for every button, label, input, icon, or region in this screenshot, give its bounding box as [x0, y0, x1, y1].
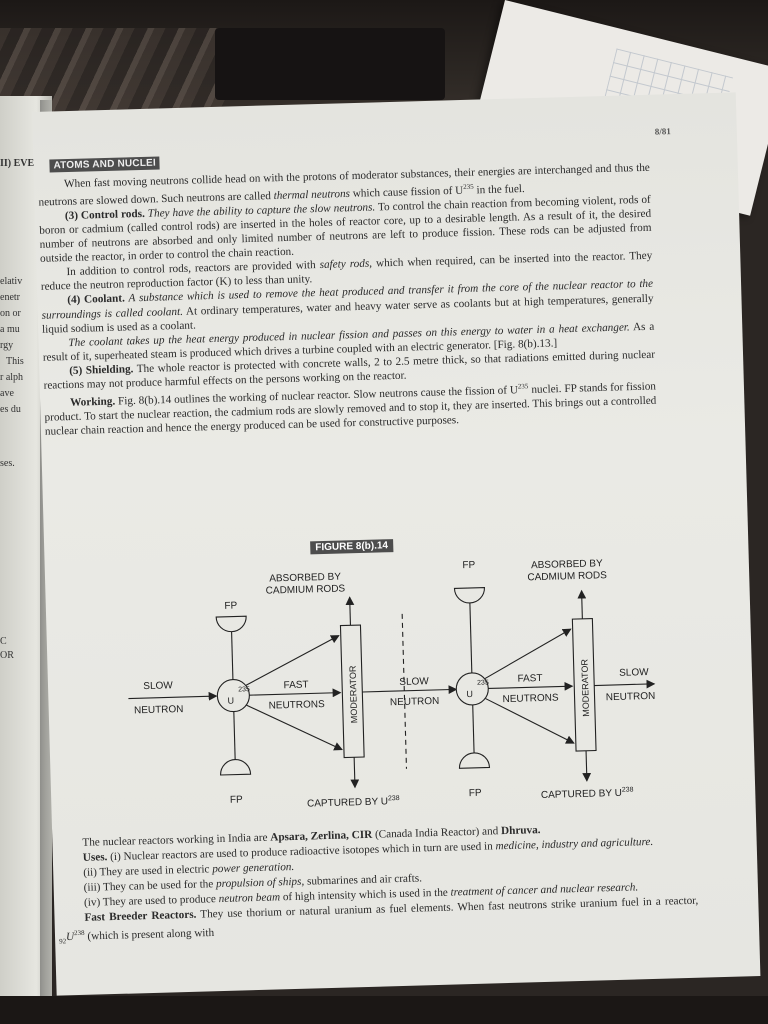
- captured-label: CAPTURED BY U238: [541, 786, 634, 801]
- fp-label: FP: [230, 794, 243, 805]
- slow-neutron-arrow: [128, 691, 218, 701]
- fast-label: FAST: [283, 680, 308, 692]
- left-fragment: elativ: [0, 276, 23, 287]
- fp-label: FP: [462, 560, 475, 571]
- left-fragment: rgy: [0, 340, 14, 351]
- fast-label: FAST: [517, 673, 542, 685]
- slow-neutron-arrow: [594, 679, 656, 689]
- left-fragment: II) EVEN: [0, 158, 42, 169]
- left-fragment: OR: [0, 650, 14, 661]
- captured-label: CAPTURED BY U238: [307, 795, 400, 810]
- figure-title: FIGURE 8(b).14: [310, 539, 394, 555]
- neutron-label: NEUTRON: [390, 696, 440, 708]
- slow-label: SLOW: [399, 676, 429, 688]
- reactor-diagram: ABSORBED BY CADMIUM RODS FP SLOW NEUTRON…: [128, 558, 656, 810]
- neutrons-label: NEUTRONS: [268, 699, 325, 712]
- absorbed-label: CADMIUM RODS: [527, 570, 607, 583]
- fast-neutron-arrow: [488, 681, 574, 691]
- slow-neutron-arrow: [362, 685, 458, 694]
- fission-product-cup: [453, 586, 486, 604]
- slow-label: SLOW: [143, 680, 173, 692]
- captured-arrow: [582, 750, 592, 782]
- left-fragment: r alph: [0, 372, 24, 383]
- left-fragment: es du: [0, 404, 21, 415]
- left-fragment: enetr: [0, 292, 20, 303]
- stage-divider: [401, 613, 408, 769]
- absorbed-label: CADMIUM RODS: [266, 583, 346, 596]
- moderator-label: MODERATOR: [579, 658, 591, 716]
- fast-neutron-arrow: [484, 628, 572, 680]
- left-fragment: on or: [0, 308, 21, 319]
- left-fragment: This: [6, 356, 24, 367]
- fast-neutron-arrow: [245, 635, 340, 686]
- nucleus-symbol: U: [227, 696, 234, 706]
- nucleus-mass: 235: [238, 686, 250, 693]
- fast-neutron-arrow: [246, 704, 343, 751]
- book-page: 8/81 ATOMS AND NUCLEI When fast moving n…: [32, 92, 761, 996]
- absorbed-arrow: [345, 596, 355, 626]
- absorbed-label: ABSORBED BY: [269, 572, 341, 585]
- fast-neutron-arrow: [485, 698, 575, 744]
- neutrons-label: NEUTRONS: [502, 693, 559, 706]
- fp-label: FP: [469, 788, 482, 799]
- fp-arrow: [465, 590, 475, 673]
- chapter-heading: ATOMS AND NUCLEI: [49, 156, 161, 173]
- neutron-label: NEUTRON: [134, 704, 184, 716]
- absorbed-label: ABSORBED BY: [531, 558, 603, 571]
- fission-product-cup: [220, 759, 252, 776]
- slow-label: SLOW: [619, 667, 649, 679]
- after-figure-text: The nuclear reactors working in India ar…: [56, 819, 699, 950]
- left-fragment: C: [0, 636, 7, 647]
- captured-arrow: [350, 757, 360, 789]
- fp-label: FP: [224, 600, 237, 611]
- fast-neutron-arrow: [249, 688, 342, 698]
- body-text: When fast moving neutrons collide head o…: [38, 161, 657, 439]
- nucleus-symbol: U: [466, 689, 473, 699]
- page-number: 8/81: [654, 126, 671, 137]
- background-device: [215, 28, 445, 100]
- left-fragment: a mu: [0, 324, 20, 335]
- absorbed-arrow: [577, 589, 587, 619]
- left-fragment: ses.: [0, 458, 15, 469]
- moderator-label: MODERATOR: [348, 665, 360, 723]
- fission-product-cup: [458, 752, 491, 769]
- left-fragment: ave: [0, 388, 14, 399]
- neutron-label: NEUTRON: [606, 691, 656, 703]
- background-bottom: [0, 996, 768, 1024]
- fission-product-cup: [215, 615, 247, 633]
- nucleus-mass: 235: [477, 679, 489, 686]
